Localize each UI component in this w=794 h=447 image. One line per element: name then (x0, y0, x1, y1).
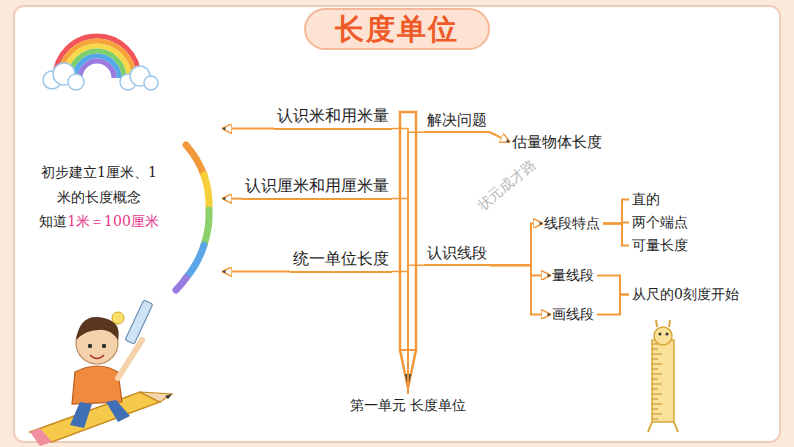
node-text: 从尺的0刻度开始 (632, 286, 739, 302)
title-text: 长度单位 (0, 10, 794, 48)
note-text: 初步建立1厘米、1米的长度概念知道1米＝100厘米 (35, 160, 163, 234)
connector (603, 199, 629, 223)
connector (408, 265, 424, 394)
node-text: 认识米和用米量 (277, 106, 389, 125)
node-text: 估量物体长度 (512, 133, 602, 151)
node-text: 统一单位长度 (293, 249, 389, 268)
leaf-node: 直的 (632, 190, 660, 209)
node-text: 第一单元 长度单位 (350, 397, 466, 413)
connector (490, 132, 510, 142)
giraffe-ruler (648, 320, 678, 432)
node-text: 初步建立1厘米、1米的长度概念 (35, 160, 163, 209)
connector (490, 223, 543, 265)
connector (222, 198, 242, 200)
connector (392, 199, 408, 394)
color-arc (176, 145, 209, 290)
node-text: 直的 (632, 191, 660, 207)
leaf-node: 线段特点 (544, 214, 600, 233)
node-text: 量线段 (552, 267, 594, 283)
connector (597, 275, 629, 294)
connector (597, 294, 629, 314)
leaf-node: 估量物体长度 (512, 132, 602, 152)
leaf-node: 两个端点 (632, 213, 688, 232)
node-text: 知道 (39, 213, 67, 229)
connector (222, 271, 290, 273)
branch-node: 认识米和用米量 (274, 105, 392, 130)
leaf-node: 画线段 (552, 305, 594, 324)
node-text: 认识线段 (427, 244, 487, 262)
boy-on-pencil (30, 300, 172, 446)
connector (392, 272, 408, 394)
branch-node: 认识厘米和用厘米量 (242, 175, 392, 200)
node-text: 两个端点 (632, 214, 688, 230)
node-text: 线段特点 (544, 215, 600, 231)
branch-node: 解决问题 (424, 110, 490, 133)
note-node: 初步建立1厘米、1米的长度概念知道1米＝100厘米 (35, 160, 222, 234)
leaf-node: 从尺的0刻度开始 (632, 285, 739, 304)
node-text: 解决问题 (427, 111, 487, 129)
connector (490, 265, 551, 275)
connector (222, 128, 274, 130)
node-text: 可量长度 (632, 237, 688, 253)
branch-node: 统一单位长度 (290, 248, 392, 273)
connector (490, 265, 551, 314)
node-text: 认识厘米和用厘米量 (245, 176, 389, 195)
cloud (43, 63, 158, 90)
root-node: 第一单元 长度单位 (350, 396, 466, 415)
connector (603, 223, 629, 245)
leaf-node: 可量长度 (632, 236, 688, 255)
node-text: 1米＝100厘米 (67, 213, 159, 229)
card (14, 6, 780, 442)
connector (392, 129, 408, 394)
node-text: 画线段 (552, 306, 594, 322)
branch-node: 认识线段 (424, 243, 490, 266)
leaf-node: 量线段 (552, 266, 594, 285)
connector (408, 132, 424, 394)
